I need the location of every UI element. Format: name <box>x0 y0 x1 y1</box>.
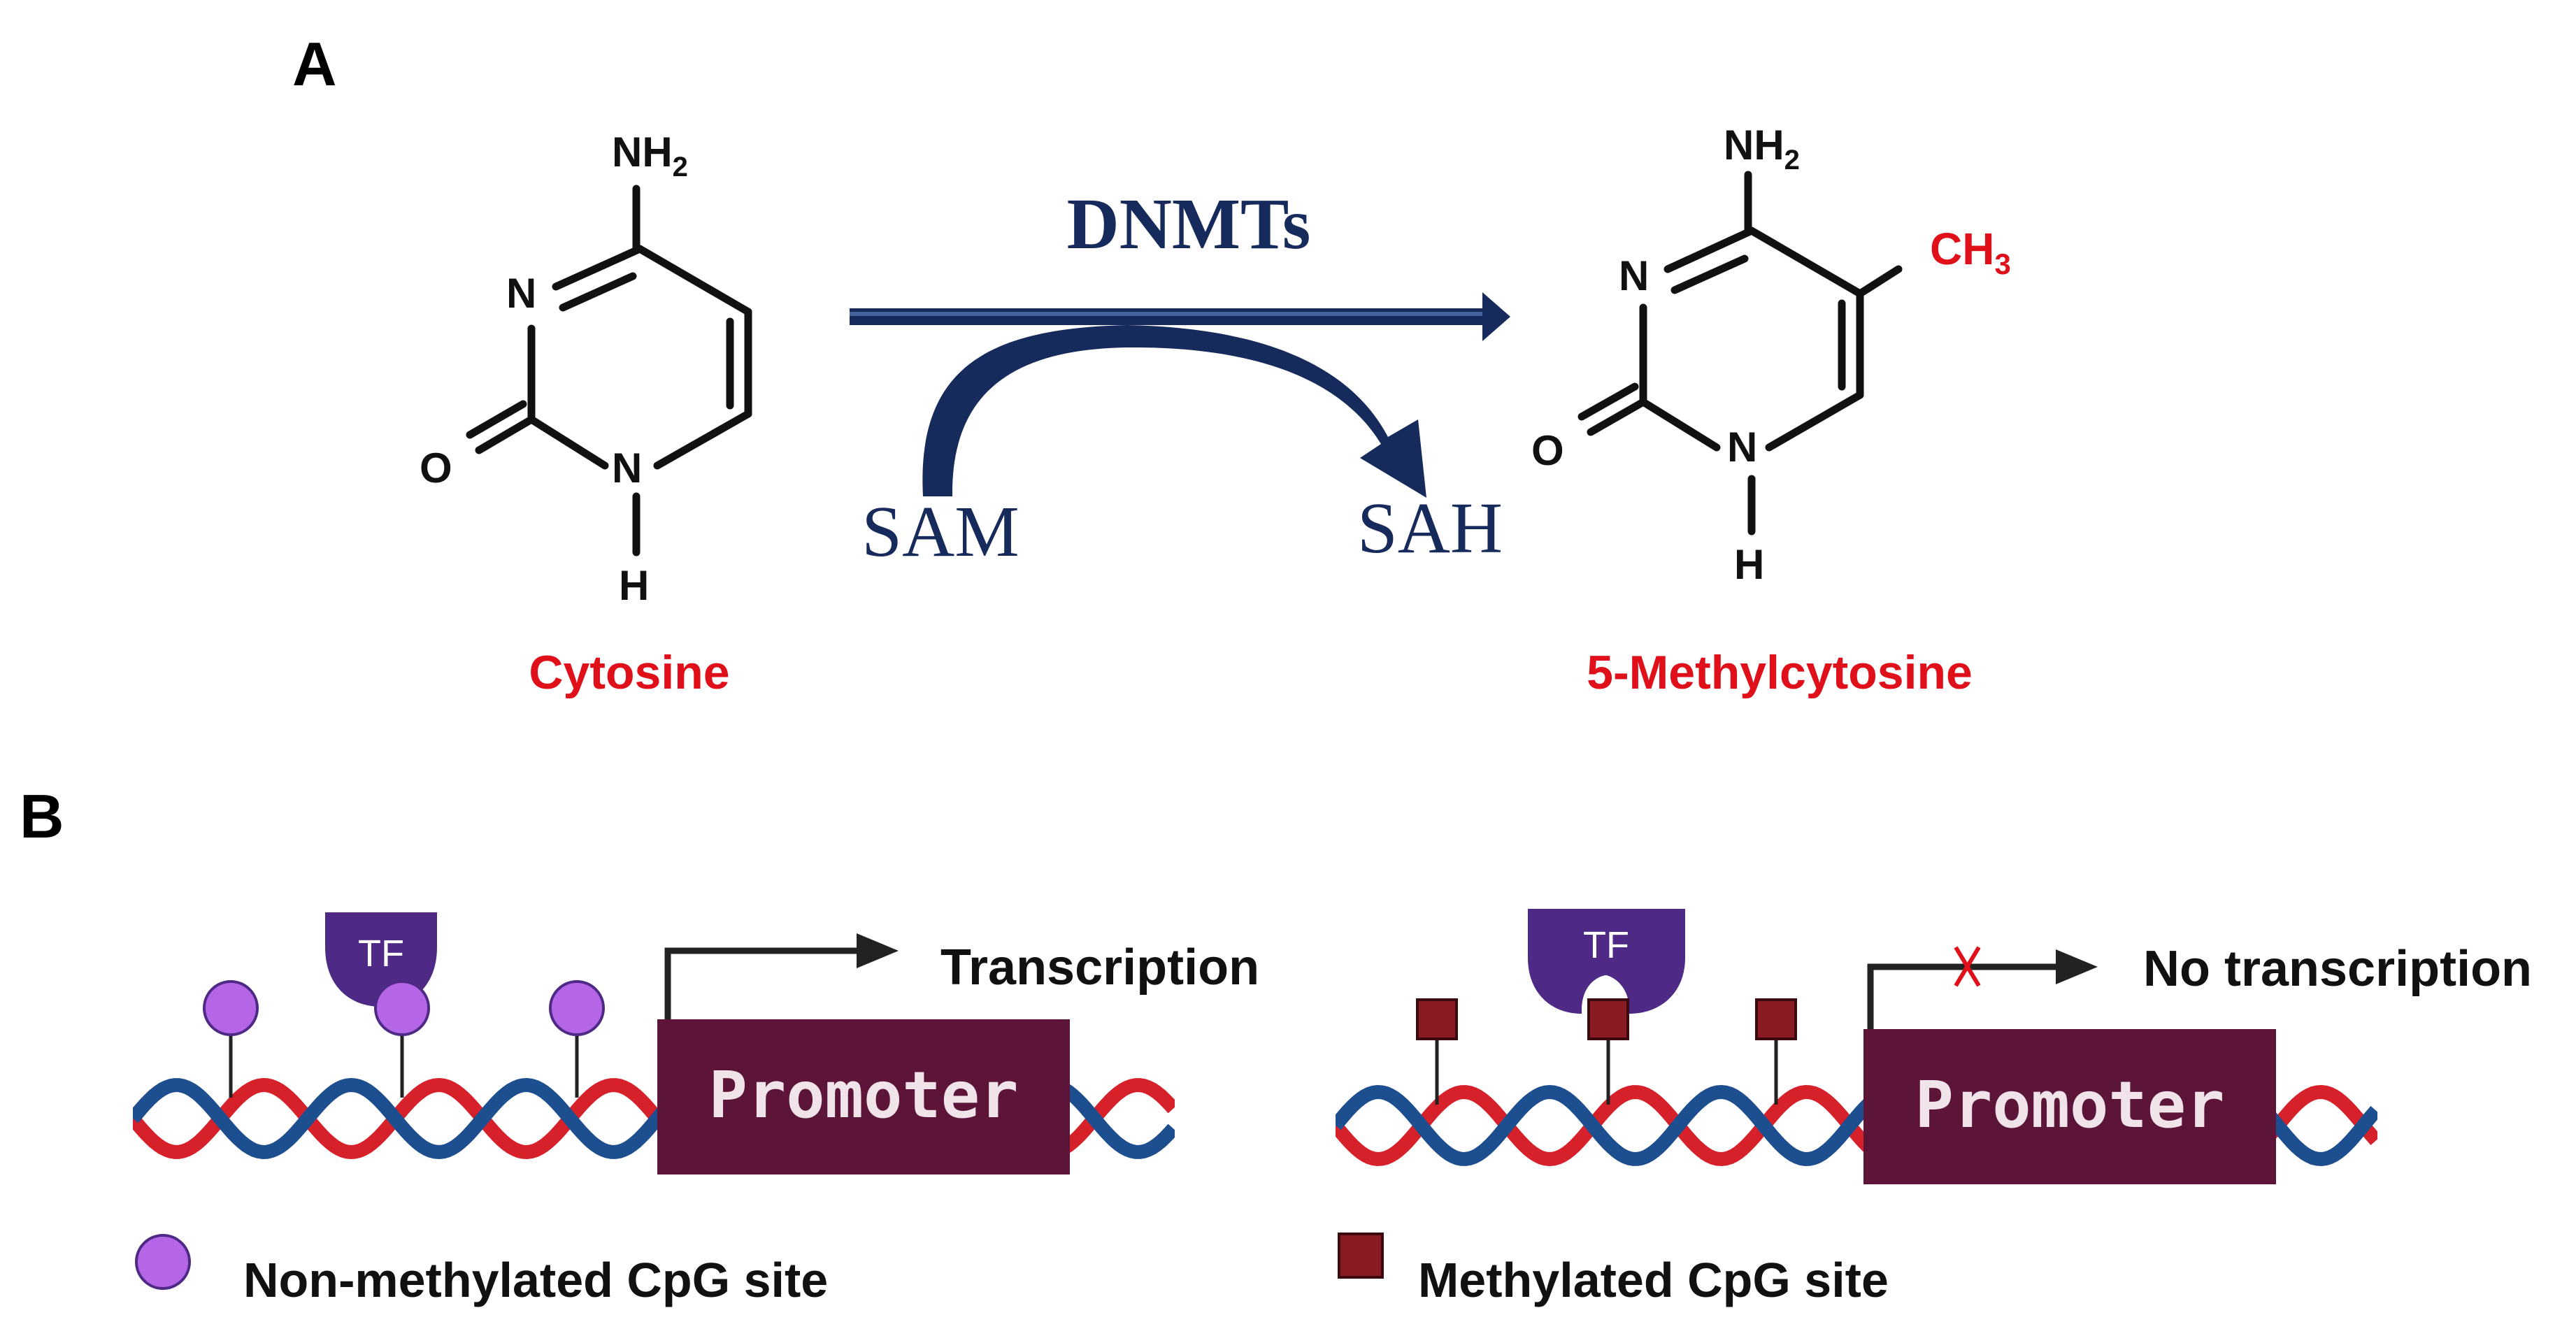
cpg-site-unmethylated <box>549 980 605 1036</box>
legend-unmethylated-label: Non-methylated CpG site <box>243 1253 828 1307</box>
methylcytosine-n3-label: N <box>1619 252 1649 299</box>
cytosine-oxygen-label: O <box>420 445 452 491</box>
methylcytosine-oxygen-label: O <box>1531 427 1564 474</box>
cpg-site-methylated <box>1416 998 1458 1040</box>
legend-methylated-marker <box>1338 1233 1384 1279</box>
no-transcription-outcome: No transcription <box>2143 941 2532 997</box>
methylcytosine-amine-label: NH2 <box>1724 122 1800 175</box>
cytosine-amine-label: NH2 <box>612 129 688 182</box>
methylated-promoter-panel: TF Promoter No transcription <box>1336 909 2532 1184</box>
methylcytosine-name: 5-Methylcytosine <box>1587 646 1973 699</box>
transcription-outcome: Transcription <box>940 940 1259 996</box>
blocked-transcription-icon <box>1867 946 2098 1029</box>
cytosine-n1-label: N <box>612 445 642 491</box>
curved-arrow-icon <box>922 325 1426 498</box>
sam-label: SAM <box>861 491 1019 572</box>
cpg-site-unmethylated <box>203 980 259 1036</box>
legend: Non-methylated CpG site Methylated CpG s… <box>135 1233 1889 1307</box>
methylcytosine-n1-label: N <box>1727 424 1757 470</box>
methyl-group-label: CH3 <box>1930 224 2011 280</box>
panel-label-b: B <box>20 782 64 851</box>
promoter-box <box>657 1019 1070 1174</box>
cytosine-structure <box>466 185 752 556</box>
legend-unmethylated-marker <box>135 1234 191 1290</box>
promoter-box <box>1863 1029 2276 1184</box>
unmethylated-promoter-panel: TF Promoter Transcription <box>133 912 1259 1174</box>
cpg-site-methylated <box>1587 998 1629 1040</box>
enzyme-label: DNMTs <box>1067 184 1311 264</box>
cpg-site-stems <box>229 1035 579 1098</box>
transcription-arrow-icon <box>664 933 899 1019</box>
tf-label: TF <box>1583 924 1629 966</box>
cytosine-atoms: NH2 N N O H <box>420 129 688 609</box>
cytosine-hydrogen-label: H <box>619 562 649 609</box>
reaction-arrow-icon <box>850 292 1510 341</box>
cpg-site-unmethylated <box>374 980 430 1036</box>
cytosine-name: Cytosine <box>529 646 729 699</box>
tf-label: TF <box>358 933 404 975</box>
transcription-factor-blocked <box>1528 909 1685 1014</box>
methylcytosine-structure <box>1577 171 1903 536</box>
cytosine-n3-label: N <box>506 270 536 317</box>
methylcytosine-hydrogen-label: H <box>1734 541 1764 588</box>
cpg-site-methylated <box>1755 998 1797 1040</box>
sah-label: SAH <box>1357 488 1503 568</box>
methylcytosine-atoms: NH2 N N O H <box>1531 122 1800 588</box>
cpg-site-stems <box>1435 1035 1778 1105</box>
promoter-label: Promoter <box>708 1058 1018 1133</box>
panel-label-a: A <box>292 29 337 99</box>
legend-methylated-label: Methylated CpG site <box>1418 1253 1889 1307</box>
promoter-label: Promoter <box>1915 1068 2224 1142</box>
